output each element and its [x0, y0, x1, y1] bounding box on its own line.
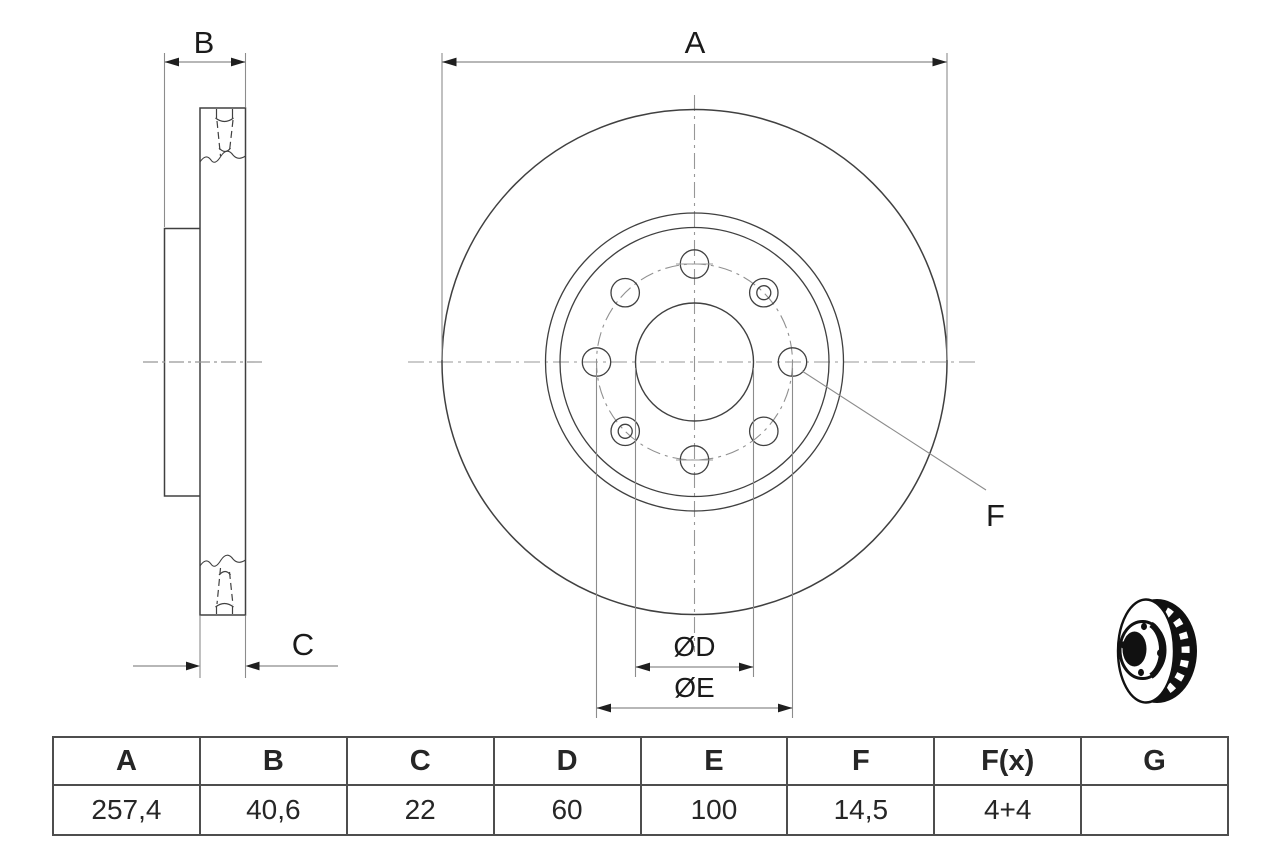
bolt-hole-upper-right — [748, 277, 779, 308]
label-dia-E: ØE — [674, 672, 714, 703]
bolt-hole-lower-left — [610, 416, 641, 447]
table-value-cell: 40,6 — [198, 784, 348, 836]
side-view-cross-section — [143, 107, 264, 616]
table-header-cell: A — [52, 736, 201, 786]
table-value-cell: 4+4 — [933, 784, 1083, 836]
dimension-E: ØE — [595, 368, 794, 718]
b-arrow-left — [164, 57, 179, 67]
break-line-top — [199, 150, 246, 163]
table-value-row: 257,4 40,6 22 60 100 14,5 4+4 — [52, 784, 1229, 836]
hidden-bolt-hole-bottom — [199, 554, 246, 614]
hat-inner-circle — [559, 226, 830, 498]
brake-disc-3d-icon — [1116, 598, 1197, 704]
outer-diameter-circle — [441, 108, 948, 616]
table-header-cell: F(x) — [933, 736, 1083, 786]
table-value-cell: 14,5 — [786, 784, 936, 836]
table-value-cell: 60 — [492, 784, 642, 836]
dimension-D: ØD — [634, 368, 755, 677]
dimension-A: A — [441, 25, 948, 360]
table-header-cell: D — [492, 736, 642, 786]
icon-bolt-holes — [1120, 622, 1163, 677]
hidden-bolt-hole-top — [199, 109, 246, 163]
a-arrow-right — [932, 57, 947, 67]
label-B: B — [194, 25, 215, 60]
drawing-canvas: B C — [133, 25, 1197, 718]
dimension-B: B — [163, 25, 247, 227]
label-F: F — [986, 498, 1005, 533]
c-arrow-right — [245, 661, 260, 671]
table-header-cell: C — [345, 736, 495, 786]
d-arrow-right — [739, 662, 754, 672]
label-A: A — [685, 25, 706, 60]
table-header-cell: F — [786, 736, 936, 786]
pin-hole-upper-right — [756, 285, 772, 301]
dimension-spec-table: A B C D E F F(x) G 257,4 40,6 22 60 100 … — [52, 736, 1229, 836]
a-arrow-left — [442, 57, 457, 67]
icon-vent-slots — [1163, 607, 1190, 695]
b-arrow-right — [231, 57, 246, 67]
label-dia-D: ØD — [674, 631, 716, 662]
table-value-cell: 257,4 — [52, 784, 201, 836]
e-arrow-right — [778, 703, 793, 713]
break-line-bottom — [199, 554, 246, 567]
table-header-cell: G — [1080, 736, 1229, 786]
icon-hub-shadow — [1149, 621, 1166, 679]
front-view — [408, 95, 979, 652]
dimension-F: F — [801, 370, 1005, 533]
dimension-C: C — [133, 616, 338, 678]
d-arrow-left — [635, 662, 650, 672]
table-header-cell: B — [198, 736, 348, 786]
hat-outer-circle — [544, 212, 845, 512]
bolt-hole-upper-left — [610, 277, 641, 308]
icon-center-bore — [1122, 631, 1147, 667]
label-C: C — [292, 627, 314, 662]
center-bore-circle — [634, 302, 755, 422]
e-arrow-left — [596, 703, 611, 713]
table-header-cell: E — [639, 736, 789, 786]
table-value-cell — [1080, 784, 1229, 836]
f-leader-line — [801, 370, 987, 491]
pin-hole-lower-left — [617, 423, 633, 439]
c-arrow-left — [186, 661, 200, 671]
table-value-cell: 22 — [345, 784, 495, 836]
bolt-hole-lower-right — [748, 416, 779, 447]
table-value-cell: 100 — [639, 784, 789, 836]
table-header-row: A B C D E F F(x) G — [52, 736, 1229, 786]
